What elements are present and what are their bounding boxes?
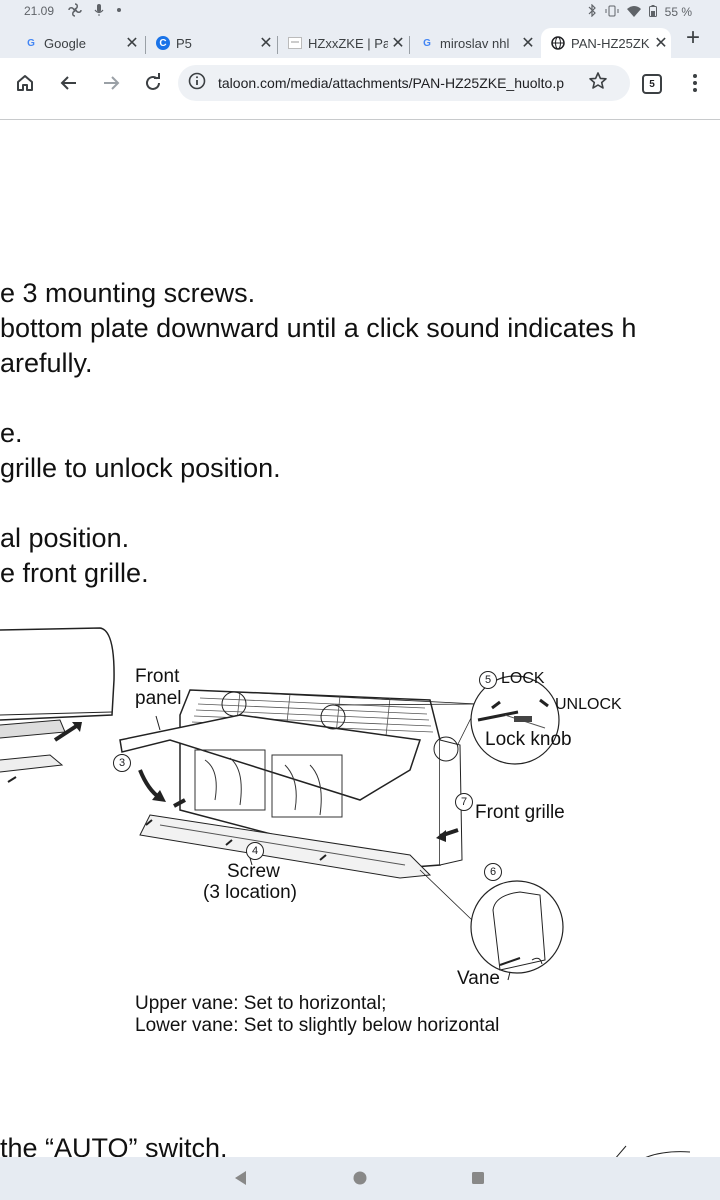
tab-separator <box>277 36 278 54</box>
doc-line: al position. <box>0 523 130 553</box>
caption-lower-vane: Lower vane: Set to slightly below horizo… <box>135 1015 500 1036</box>
address-bar[interactable]: taloon.com/media/attachments/PAN-HZ25ZKE… <box>178 65 630 101</box>
tab-title: P5 <box>176 35 192 51</box>
dot-icon <box>116 3 122 20</box>
tab-pan-hz25zk[interactable]: PAN-HZ25ZK ✕ <box>541 28 671 58</box>
battery-percent: 55 % <box>664 5 692 19</box>
label-panel: panel <box>135 688 182 709</box>
google-favicon-icon: G <box>423 37 431 49</box>
step-4: 4 <box>246 842 264 860</box>
pdf-page[interactable]: e 3 mounting screws. bottom plate downwa… <box>0 120 720 1157</box>
tab-google[interactable]: G Google ✕ <box>14 28 142 58</box>
tab-p5[interactable]: C P5 ✕ <box>146 28 276 58</box>
close-tab-icon[interactable]: ✕ <box>259 35 273 52</box>
tab-separator <box>409 36 410 54</box>
label-front-grille: Front grille <box>475 802 565 823</box>
tab-switcher-button[interactable]: 5 <box>642 74 662 94</box>
vibrate-icon <box>605 5 619 20</box>
battery-icon <box>648 4 657 20</box>
doc-line: arefully. <box>0 348 93 378</box>
label-lock-knob: Lock knob <box>485 729 572 750</box>
globe-favicon-icon <box>551 36 565 50</box>
tab-title: miroslav nhl <box>440 35 510 51</box>
label-lock: LOCK <box>501 670 545 687</box>
doc-line: e. <box>0 418 23 448</box>
label-front: Front <box>135 666 180 687</box>
home-icon[interactable] <box>352 1170 368 1191</box>
label-unlock: UNLOCK <box>555 696 622 713</box>
close-tab-icon[interactable]: ✕ <box>654 35 668 52</box>
toolbar-divider <box>0 119 720 120</box>
p5-favicon-icon: C <box>156 36 170 50</box>
reload-icon[interactable] <box>140 70 166 96</box>
bluetooth-icon <box>587 3 597 20</box>
close-tab-icon[interactable]: ✕ <box>391 35 405 52</box>
doc-line: grille to unlock position. <box>0 453 281 483</box>
step-5: 5 <box>479 671 497 689</box>
step-7: 7 <box>455 793 473 811</box>
doc-line: e front grille. <box>0 558 149 588</box>
home-icon[interactable] <box>12 70 38 96</box>
status-bar: 21.09 55 % <box>0 0 720 22</box>
step-6: 6 <box>484 863 502 881</box>
tab-separator <box>145 36 146 54</box>
doc-line: the “AUTO” switch. <box>0 1133 228 1157</box>
info-icon[interactable] <box>188 72 206 95</box>
step-3: 3 <box>113 754 131 772</box>
tab-title: HZxxZKE | Pa <box>308 35 388 51</box>
mic-icon <box>94 3 104 20</box>
new-tab-icon[interactable]: + <box>686 24 701 51</box>
browser-toolbar: taloon.com/media/attachments/PAN-HZ25ZKE… <box>0 58 720 108</box>
close-tab-icon[interactable]: ✕ <box>521 35 535 52</box>
url-text[interactable]: taloon.com/media/attachments/PAN-HZ25ZKE… <box>218 75 565 91</box>
status-time: 21.09 <box>24 4 55 18</box>
bookmark-star-icon[interactable] <box>588 71 608 96</box>
label-screw: Screw <box>227 861 280 882</box>
tab-strip: G Google ✕ C P5 ✕ HZxxZKE | Pa ✕ G miros… <box>0 22 720 58</box>
back-icon[interactable] <box>233 1170 249 1191</box>
caption-upper-vane: Upper vane: Set to horizontal; <box>135 993 387 1014</box>
close-tab-icon[interactable]: ✕ <box>125 35 139 52</box>
forward-icon[interactable] <box>98 70 124 96</box>
doc-line: bottom plate downward until a click soun… <box>0 313 637 343</box>
fan-icon <box>68 3 82 20</box>
tab-title: PAN-HZ25ZK <box>571 35 650 51</box>
google-favicon-icon: G <box>27 37 35 49</box>
tab-hzxxzke[interactable]: HZxxZKE | Pa ✕ <box>278 28 408 58</box>
menu-icon[interactable] <box>682 70 708 96</box>
partial-figure <box>615 1145 691 1157</box>
tab-miroslav[interactable]: G miroslav nhl ✕ <box>410 28 538 58</box>
label-vane: Vane <box>457 968 500 989</box>
document-favicon-icon <box>288 36 302 50</box>
system-nav-bar <box>0 1157 720 1200</box>
label-screw-location: (3 location) <box>203 882 297 903</box>
doc-line: e 3 mounting screws. <box>0 278 256 308</box>
aircon-diagram <box>0 627 564 981</box>
wifi-icon <box>626 5 641 20</box>
back-icon[interactable] <box>56 70 82 96</box>
tab-title: Google <box>44 35 86 51</box>
recents-icon[interactable] <box>470 1170 486 1191</box>
